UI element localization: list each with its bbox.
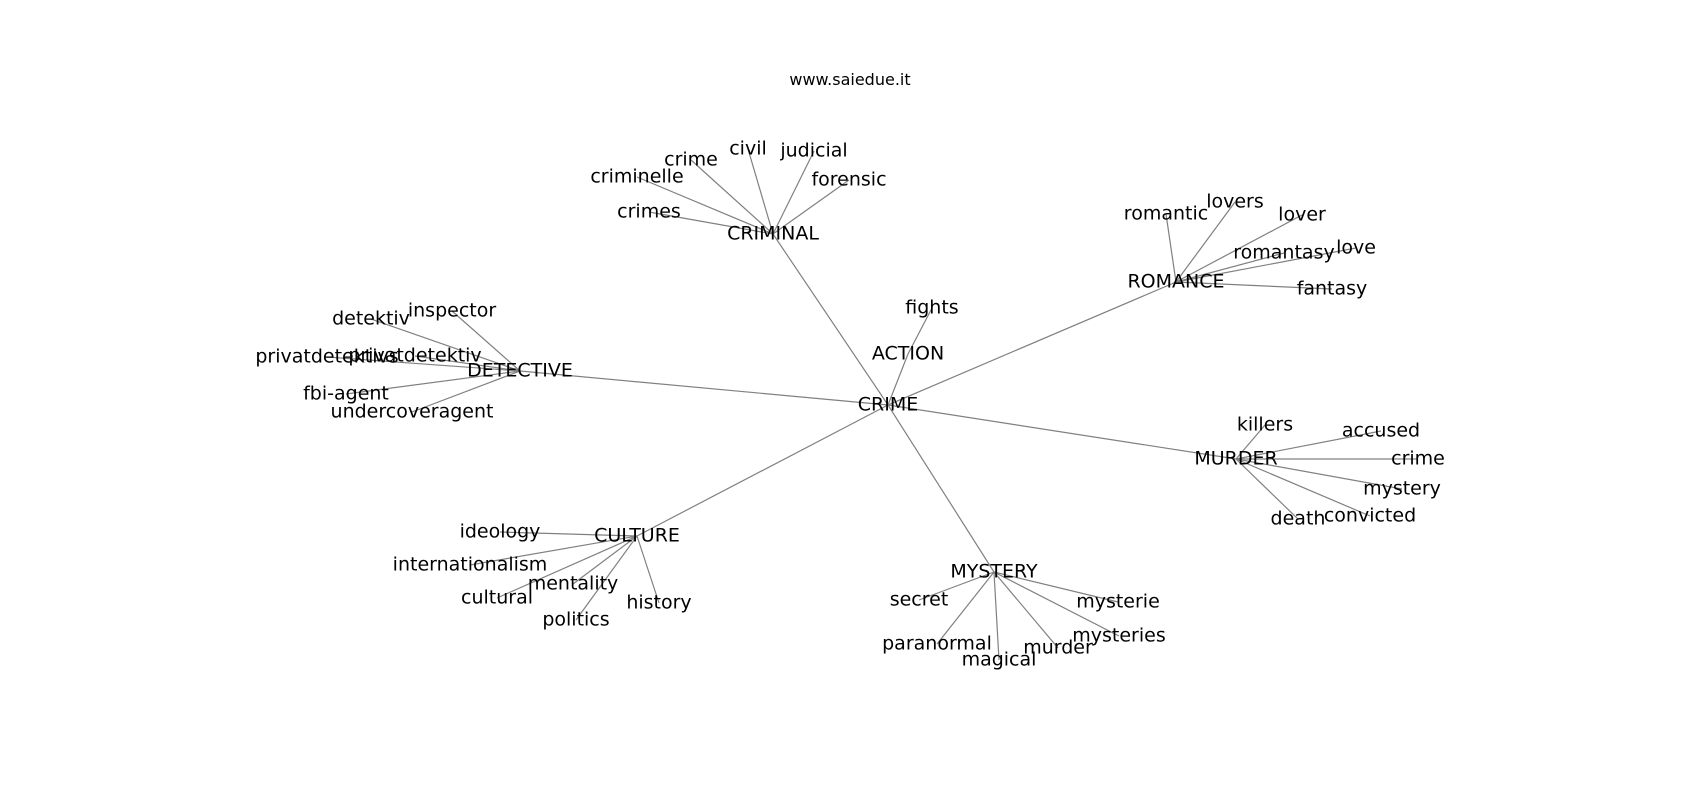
edge-crime-culture bbox=[636, 404, 889, 537]
edge-romance-fantasy bbox=[1175, 281, 1333, 290]
edge-detective-detektiv bbox=[370, 318, 521, 372]
node-action: ACTION bbox=[872, 343, 944, 365]
graph-nodes: CRIME ACTION fights CRIMINAL crime civil judic… bbox=[255, 138, 1445, 671]
node-privatdetektivs: privatdetektivs bbox=[255, 346, 398, 368]
node-internationalism: internationalism bbox=[393, 554, 548, 576]
edge-culture-history bbox=[636, 535, 660, 604]
edge-criminal-crime-c bbox=[690, 159, 774, 235]
node-criminal: CRIMINAL bbox=[727, 223, 819, 245]
edge-culture-cultural bbox=[496, 535, 638, 599]
edge-crime-detective bbox=[519, 370, 889, 406]
site-url: www.saiedue.it bbox=[789, 70, 911, 89]
node-history: history bbox=[626, 592, 691, 614]
node-death: death bbox=[1271, 508, 1326, 530]
edge-criminal-civil bbox=[747, 148, 774, 235]
node-mysterie: mysterie bbox=[1076, 591, 1160, 613]
node-judicial: judicial bbox=[779, 140, 847, 162]
edge-culture-internationalism bbox=[469, 535, 638, 566]
edge-mystery-mysteries bbox=[993, 571, 1120, 637]
edge-mystery-murder-y bbox=[993, 571, 1059, 649]
node-accused: accused bbox=[1342, 420, 1420, 442]
node-crimes: crimes bbox=[617, 201, 681, 223]
node-romantic: romantic bbox=[1124, 203, 1208, 225]
node-love: love bbox=[1336, 237, 1376, 259]
edge-murder-mystery-m bbox=[1235, 458, 1403, 490]
node-detektiv: detektiv bbox=[332, 308, 410, 330]
node-crime-c: crime bbox=[664, 149, 718, 171]
edge-detective-fbi-agent bbox=[345, 370, 521, 395]
edge-romance-lover bbox=[1175, 214, 1303, 283]
edge-culture-mentality bbox=[572, 535, 638, 585]
node-mystery-m: mystery bbox=[1363, 478, 1441, 500]
edge-detective-privatdetektiv bbox=[414, 355, 521, 372]
node-politics: politics bbox=[542, 609, 609, 631]
node-mystery: MYSTERY bbox=[950, 561, 1038, 583]
edge-murder-convicted bbox=[1235, 458, 1371, 517]
edge-detective-privatdetektivs bbox=[326, 356, 521, 372]
node-killers: killers bbox=[1237, 414, 1293, 436]
edge-crime-mystery bbox=[887, 404, 995, 573]
edge-criminal-crimes bbox=[648, 211, 774, 235]
edge-romance-romantic bbox=[1165, 213, 1177, 283]
node-fantasy: fantasy bbox=[1297, 278, 1368, 300]
node-culture: CULTURE bbox=[594, 525, 680, 547]
graph-edges bbox=[326, 148, 1418, 661]
node-mysteries: mysteries bbox=[1072, 625, 1165, 647]
edge-crime-criminal bbox=[772, 233, 889, 406]
edge-mystery-paranormal bbox=[936, 571, 995, 645]
node-forensic: forensic bbox=[811, 169, 886, 191]
node-undercoveragent: undercoveragent bbox=[331, 401, 494, 423]
node-criminelle: criminelle bbox=[590, 166, 683, 188]
edge-criminal-criminelle bbox=[636, 176, 774, 235]
node-paranormal: paranormal bbox=[882, 633, 992, 655]
edge-romance-lovers bbox=[1175, 201, 1236, 283]
node-ideology: ideology bbox=[460, 521, 541, 543]
node-romantasy: romantasy bbox=[1233, 242, 1334, 264]
node-lovers: lovers bbox=[1206, 191, 1264, 213]
node-murder-y: murder bbox=[1023, 637, 1093, 659]
node-lover: lover bbox=[1278, 204, 1326, 226]
node-crime: CRIME bbox=[858, 394, 918, 416]
edge-criminal-judicial bbox=[772, 150, 815, 235]
edge-culture-ideology bbox=[499, 531, 638, 537]
edge-detective-inspector bbox=[451, 310, 521, 372]
node-murder: MURDER bbox=[1194, 448, 1277, 470]
node-mentality: mentality bbox=[528, 573, 619, 595]
edge-action-fights bbox=[907, 307, 933, 355]
node-privatdetektiv: privatdetektiv bbox=[348, 345, 481, 367]
node-convicted: convicted bbox=[1324, 505, 1416, 527]
node-cultural: cultural bbox=[461, 587, 533, 609]
edge-murder-killers bbox=[1235, 424, 1266, 460]
edge-mystery-secret bbox=[918, 571, 995, 601]
node-secret: secret bbox=[890, 589, 949, 611]
edge-mystery-mysterie bbox=[993, 571, 1119, 603]
edge-murder-accused bbox=[1235, 430, 1382, 460]
edge-romance-romantasy bbox=[1175, 252, 1285, 283]
edge-mystery-magical bbox=[993, 571, 1000, 661]
edge-culture-politics bbox=[575, 535, 638, 621]
node-inspector: inspector bbox=[408, 300, 496, 322]
edge-murder-death bbox=[1235, 458, 1299, 520]
edge-romance-love bbox=[1175, 247, 1357, 283]
node-civil: civil bbox=[729, 138, 767, 160]
node-detective: DETECTIVE bbox=[467, 360, 573, 382]
node-crime-m: crime bbox=[1391, 448, 1445, 470]
node-fbi-agent: fbi-agent bbox=[303, 383, 389, 405]
edge-criminal-forensic bbox=[772, 179, 850, 235]
node-fights: fights bbox=[905, 297, 958, 319]
edge-crime-romance bbox=[887, 281, 1177, 406]
edge-crime-murder bbox=[887, 404, 1237, 460]
node-romance: ROMANCE bbox=[1127, 271, 1224, 293]
node-magical: magical bbox=[962, 649, 1037, 671]
edge-detective-undercoveragent bbox=[411, 370, 521, 413]
edge-crime-action bbox=[887, 353, 909, 406]
